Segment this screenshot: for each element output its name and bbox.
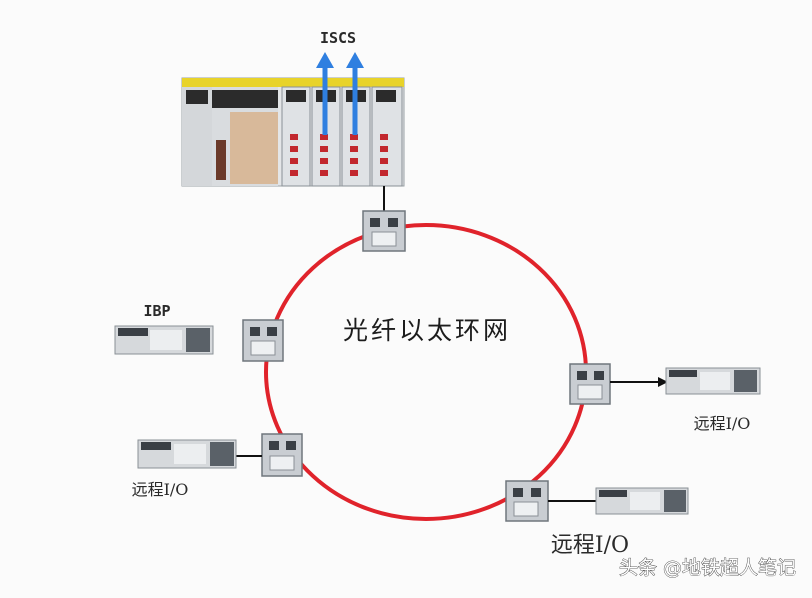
ring-switch-lower-left: [261, 433, 303, 477]
fiber-ethernet-ring: [264, 223, 588, 521]
remote-io-device-left: [137, 439, 237, 469]
plc-rack: [181, 77, 405, 187]
iscs-label: ISCS: [320, 29, 356, 47]
remote-io-device-bottom: [595, 487, 689, 515]
ring-switch-bottom-right: [505, 480, 549, 522]
remote-io-label-right: 远程I/O: [694, 414, 751, 433]
ring-switch-left: [242, 319, 284, 362]
remote-io-label-left: 远程I/O: [132, 480, 189, 499]
watermark-text: 头条 @地铁超人笔记: [619, 557, 796, 579]
ibp-panel-device: [114, 325, 214, 355]
ring-label: 光纤以太环网: [343, 316, 511, 345]
ring-switch-top: [362, 210, 406, 252]
ring-switch-right: [569, 363, 611, 405]
link-right-arrowhead: [658, 377, 668, 387]
uplink-arrow-right: [346, 52, 364, 135]
uplink-arrow-left: [316, 52, 334, 135]
remote-io-device-right: [665, 367, 761, 395]
remote-io-label-bottom: 远程I/O: [551, 533, 629, 558]
ibp-label: IBP: [143, 302, 170, 320]
